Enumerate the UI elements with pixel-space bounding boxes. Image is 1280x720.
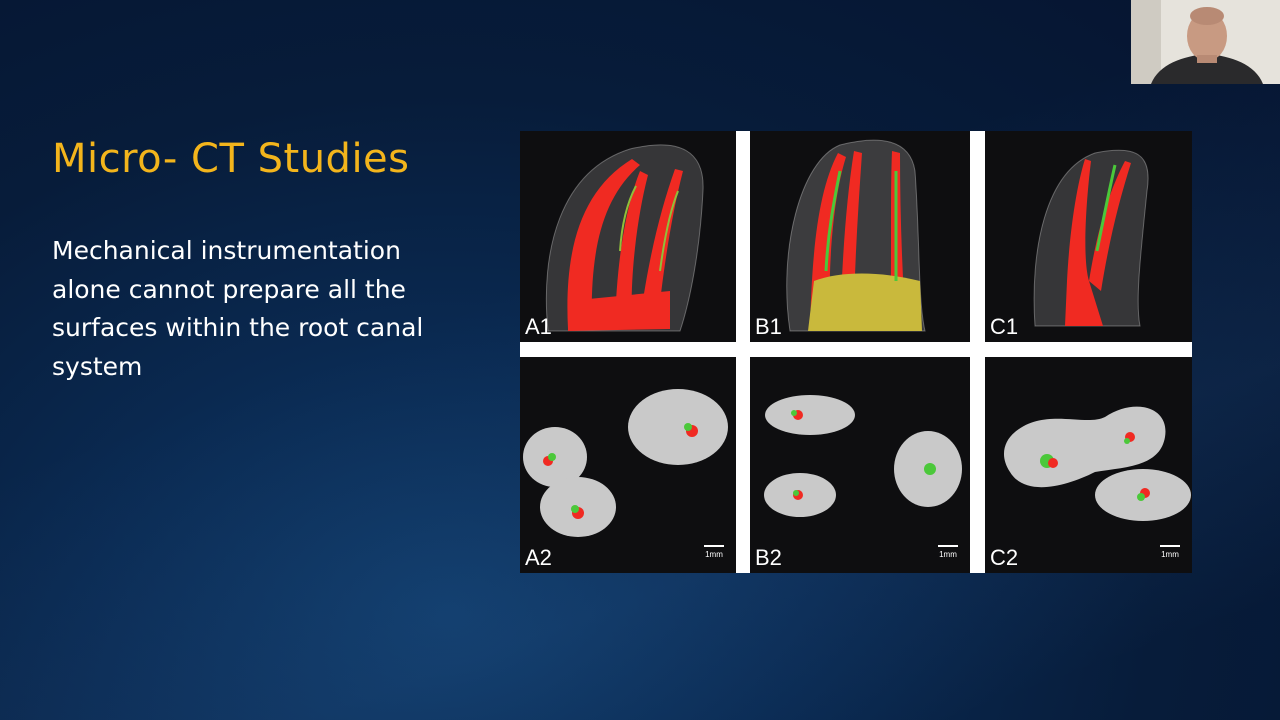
panel-c1: C1 [985, 131, 1192, 342]
tooth-3d-render-a1 [545, 144, 704, 332]
panel-b2: B2 1mm [750, 357, 970, 573]
panel-c2: C2 1mm [985, 357, 1192, 573]
panel-label: A1 [525, 314, 552, 339]
canal-cross-section-b2 [764, 395, 962, 517]
panel-label: C1 [990, 314, 1019, 339]
panel-label: B2 [755, 545, 782, 570]
presenter-video-icon [1131, 0, 1280, 84]
scale-bar: 1mm [936, 545, 960, 559]
slide-title: Micro- CT Studies [52, 136, 410, 182]
panel-a2: A2 1mm [520, 357, 736, 573]
slide-body-text: Mechanical instrumentation alone cannot … [52, 236, 424, 381]
canal-cross-section-a2 [523, 389, 728, 537]
canal-cross-section-c2 [1003, 406, 1191, 521]
panel-label: A2 [525, 545, 552, 570]
panel-label: B1 [755, 314, 782, 339]
tooth-3d-render-c1 [1033, 149, 1149, 327]
tooth-3d-render-b1 [786, 139, 926, 332]
scale-bar: 1mm [702, 545, 726, 559]
panel-label: C2 [990, 545, 1019, 570]
scale-bar: 1mm [1158, 545, 1182, 559]
presenter-webcam-overlay [1131, 0, 1280, 84]
panel-a1: A1 [520, 131, 736, 342]
micro-ct-figure: A1 B1 C1 [520, 131, 1192, 573]
panel-b1: B1 [750, 131, 970, 342]
